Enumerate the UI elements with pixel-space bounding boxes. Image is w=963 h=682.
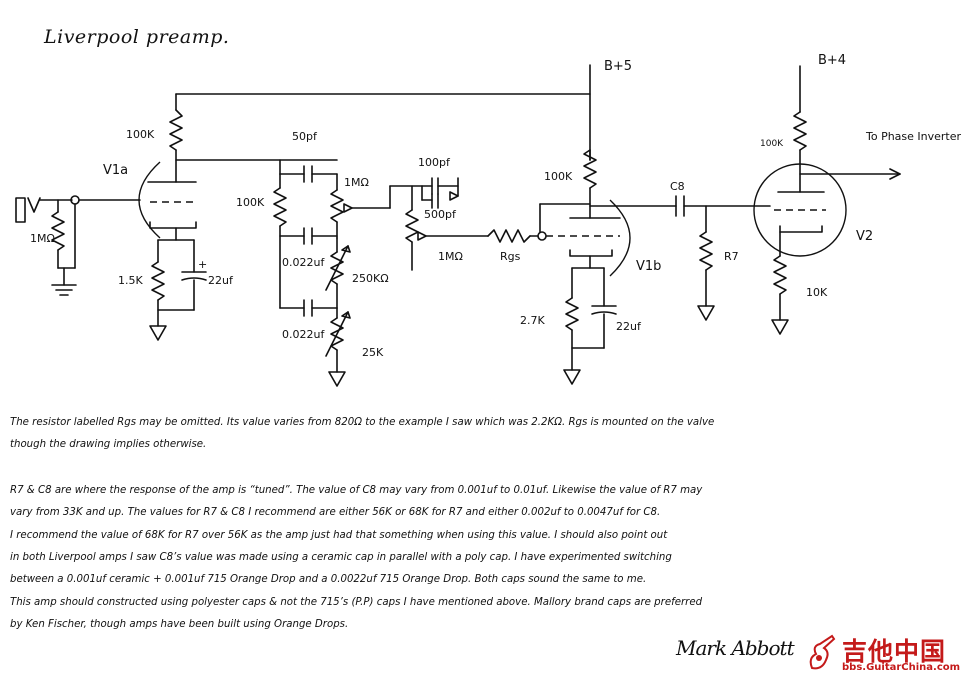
label-1-5k: 1.5K [118,274,143,287]
label-100k-v1a: 100K [126,128,155,141]
watermark: 吉他中国 bbs.GuitarChina.com [806,632,961,678]
note-line: in both Liverpool amps I saw C8’s value … [10,552,672,564]
potentiometer-25k-mid [325,307,351,387]
label-v2: V2 [856,229,873,244]
note-line: I recommend the value of 68K for R7 over… [10,529,668,541]
note-line: though the drawing implies otherwise. [10,439,207,451]
tube-v1a [138,161,197,239]
watermark-url: bbs.GuitarChina.com [842,662,961,673]
resistor-1m-input [51,199,77,296]
tube-v1b [539,199,631,277]
label-100k-v2: 100K [760,139,784,149]
input-jack [15,195,80,223]
label-b5: B+5 [604,59,632,74]
label-22uf-v1b: 22uf [616,320,642,333]
capacitor-500pf [421,185,439,209]
svg-text:+: + [198,258,207,271]
note-line: The resistor labelled Rgs may be omitted… [10,417,715,428]
capacitor-c8 [589,195,771,217]
note-line: vary from 33K and up. The values for R7 … [10,507,661,519]
potentiometer-250k-bass [325,237,351,309]
diagram-title: Liverpool preamp. [44,26,230,48]
note-line: This amp should constructed using polyes… [10,596,703,608]
label-1m-input: 1MΩ [30,232,55,245]
label-r7: R7 [724,250,739,263]
label-500pf: 500pf [424,208,457,221]
label-2-7k: 2.7K [520,314,545,327]
notes-text: The resistor labelled Rgs may be omitted… [10,412,955,637]
resistor-r7 [697,205,715,321]
guitar-logo-icon [809,634,836,670]
label-rgs: Rgs [500,250,521,263]
label-100k-v1b: 100K [544,170,573,183]
label-100pf: 100pf [418,156,451,169]
resistor-100k-tone [273,173,287,309]
capacitor-0-022uf-lower [279,299,338,317]
resistor-rgs [487,229,547,243]
label-25k: 25K [362,346,384,359]
label-v1a: V1a [103,163,128,178]
label-0-022uf-lower: 0.022uf [282,328,325,341]
note-line: between a 0.001uf ceramic + 0.001uf 715 … [10,574,647,586]
label-50pf: 50pf [292,130,318,143]
capacitor-50pf [279,159,338,183]
resistor-100k-v2-plate [793,65,901,193]
label-0-022uf-upper: 0.022uf [282,256,325,269]
resistor-100k-v1a-plate [169,93,591,183]
capacitor-100pf [421,177,459,201]
label-10k: 10K [806,286,828,299]
v1b-cathode-network [563,255,617,385]
resistor-10k-v2-cathode [771,231,789,335]
label-phase-inverter: To Phase Inverter [865,130,962,143]
label-250k: 250KΩ [352,272,389,285]
label-1m-volume: 1MΩ [438,250,463,263]
note-line: by Ken Fischer, though amps have been bu… [10,619,349,631]
label-v1b: V1b [636,259,661,274]
v1a-cathode-network: + [149,227,207,341]
label-b4: B+4 [818,53,846,68]
note-line: R7 & C8 are where the response of the am… [10,484,703,496]
watermark-cn: 吉他中国 [842,637,947,666]
capacitor-0-022uf-upper [279,227,338,245]
signature: Mark Abbott [676,636,795,660]
label-100k-tone: 100K [236,196,265,209]
potentiometer-1m-treble [330,173,423,239]
label-1m-treble: 1MΩ [344,176,369,189]
schematic-diagram: 1MΩ V1a 100K B+5 + 1.5K 22uf [15,53,962,387]
label-22uf-v1a: 22uf [208,274,234,287]
potentiometer-1m-volume [405,185,489,271]
label-c8: C8 [670,180,685,193]
resistor-100k-v1b-plate [583,149,597,219]
